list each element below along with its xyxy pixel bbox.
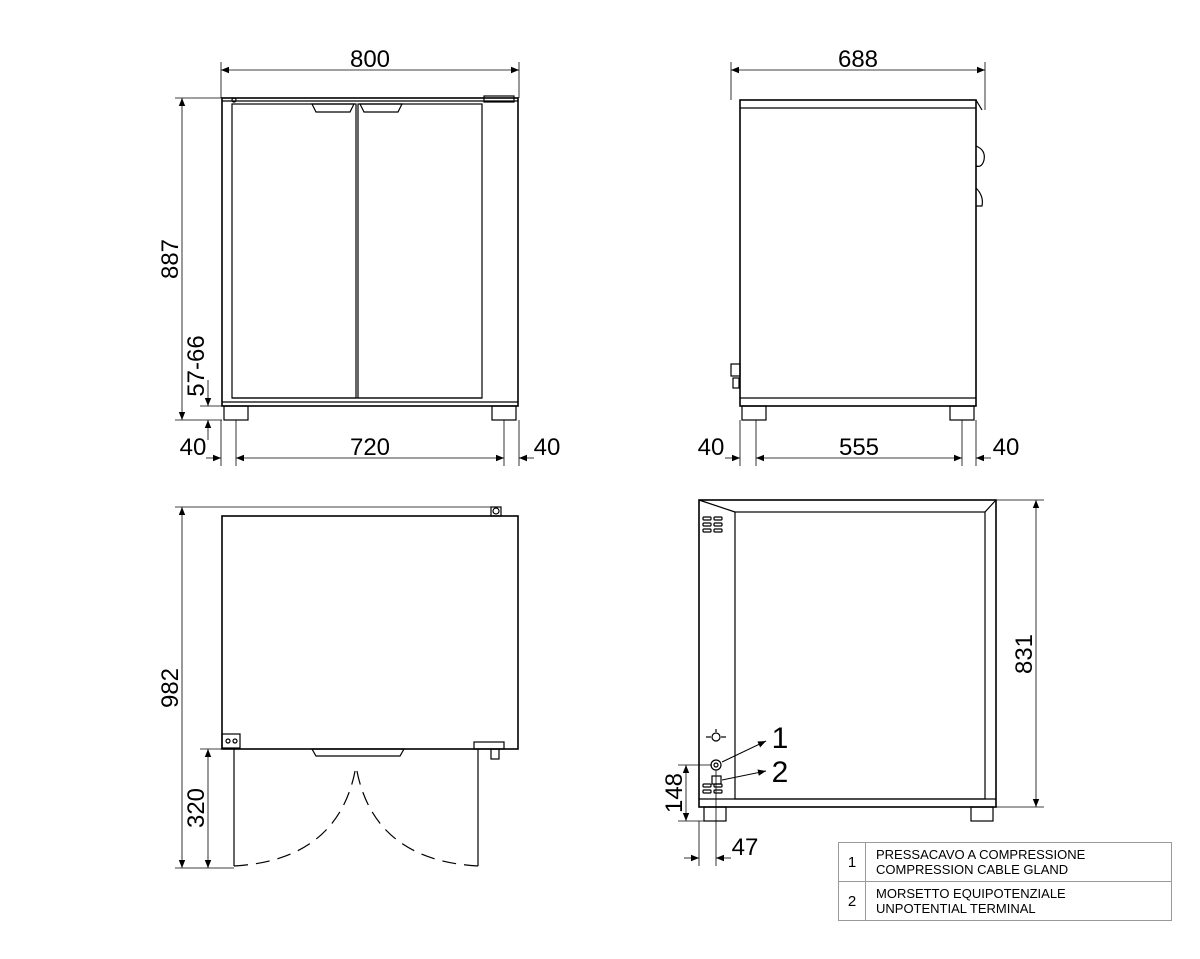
front-view — [221, 95, 519, 421]
side-handle — [975, 145, 985, 167]
dim-door-swing: 320 — [183, 788, 210, 828]
legend-line-italian: PRESSACAVO A COMPRESSIONE — [876, 847, 1086, 862]
dim-side-left: 40 — [180, 434, 207, 461]
front-dimension-labels: 800 887 57-66 40 720 40 — [157, 46, 560, 461]
legend-line-english: UNPOTENTIAL TERMINAL — [876, 901, 1036, 916]
legend-row: 1 PRESSACAVO A COMPRESSIONE COMPRESSION … — [838, 842, 1172, 882]
callout-2: 2 — [772, 756, 789, 789]
dim-rear-height: 831 — [1011, 634, 1038, 674]
front-dimension-lines — [175, 62, 534, 466]
right-door — [357, 103, 483, 399]
foot — [949, 405, 975, 421]
foot — [703, 806, 727, 822]
dim-inner-depth: 555 — [839, 434, 879, 461]
side-handle-lower — [975, 187, 983, 207]
left-door — [231, 103, 357, 399]
rear-dimension-lines — [678, 499, 1044, 866]
callout-1: 1 — [772, 722, 789, 755]
dim-connection-height: 148 — [661, 773, 688, 813]
door-swing-arcs — [233, 765, 479, 867]
side-dimension-labels: 688 40 555 40 — [698, 46, 1020, 461]
dim-side-right: 40 — [534, 434, 561, 461]
legend-line-italian: MORSETTO EQUIPOTENZIALE — [876, 886, 1066, 901]
side-cable-gland — [730, 363, 741, 377]
dim-side-right-2: 40 — [993, 434, 1020, 461]
legend-text: MORSETTO EQUIPOTENZIALE UNPOTENTIAL TERM… — [865, 881, 1172, 921]
left-handle — [311, 103, 355, 113]
dim-inner-width: 720 — [350, 434, 390, 461]
hinge-right — [473, 741, 505, 750]
foot — [491, 405, 517, 421]
dim-width: 800 — [350, 46, 390, 73]
legend-row: 2 MORSETTO EQUIPOTENZIALE UNPOTENTIAL TE… — [838, 881, 1172, 921]
top-dimension-labels: 982 320 — [157, 668, 210, 828]
foot — [741, 405, 767, 421]
top-dimension-lines — [175, 506, 501, 869]
legend-number: 2 — [838, 881, 866, 921]
dim-depth: 688 — [838, 46, 878, 73]
hinge-left — [221, 733, 241, 749]
power-inlet-icon — [711, 732, 721, 742]
foot — [970, 806, 994, 822]
rear-view — [698, 499, 997, 822]
top-handle — [310, 748, 406, 757]
dim-side-left-2: 40 — [698, 434, 725, 461]
terminal-icon — [711, 775, 722, 785]
side-dimension-lines — [725, 62, 991, 466]
dim-connection-offset: 47 — [732, 834, 759, 861]
cable-gland-icon — [710, 759, 722, 771]
legend-text: PRESSACAVO A COMPRESSIONE COMPRESSION CA… — [865, 842, 1172, 882]
right-handle — [359, 103, 403, 113]
foot — [223, 405, 249, 421]
legend-line-english: COMPRESSION CABLE GLAND — [876, 862, 1069, 877]
dim-height: 887 — [157, 239, 184, 279]
rear-dimension-labels: 831 148 47 1 2 — [661, 634, 1038, 861]
legend-number: 1 — [838, 842, 866, 882]
dim-foot-gap: 57-66 — [183, 335, 210, 396]
vent-slots — [702, 516, 723, 794]
top-view — [221, 506, 519, 866]
dim-total-depth: 982 — [157, 668, 184, 708]
side-view — [730, 99, 985, 421]
legend-table: 1 PRESSACAVO A COMPRESSIONE COMPRESSION … — [838, 842, 1172, 921]
